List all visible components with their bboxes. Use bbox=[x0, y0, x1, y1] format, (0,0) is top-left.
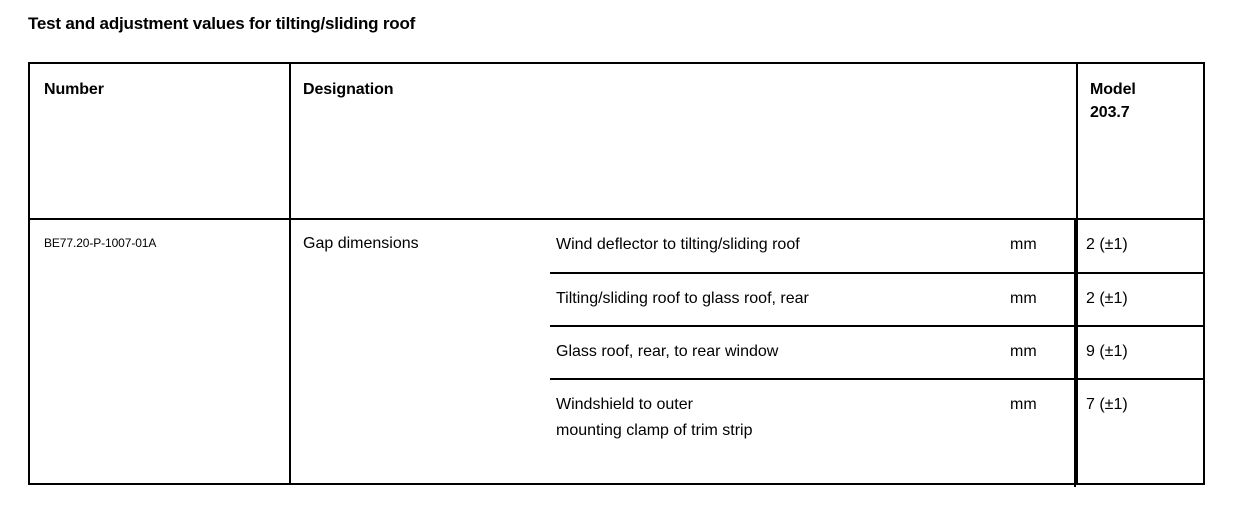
measurement-label: Glass roof, rear, to rear window bbox=[550, 327, 1010, 365]
measurement-label: Tilting/sliding roof to glass roof, rear bbox=[550, 274, 1010, 312]
page-title: Test and adjustment values for tilting/s… bbox=[28, 14, 416, 33]
measurement-unit: mm bbox=[1010, 396, 1037, 413]
column-header-designation-label: Designation bbox=[303, 81, 394, 98]
measurement-label-line1: Tilting/sliding roof to glass roof, rear bbox=[556, 290, 809, 307]
cell-part-number: BE77.20-P-1007-01A bbox=[44, 236, 157, 250]
measurement-unit: mm bbox=[1010, 290, 1037, 307]
measurement-value: 2 (±1) bbox=[1074, 220, 1203, 272]
column-header-model-line1: Model bbox=[1090, 81, 1136, 98]
table-row: Windshield to outer mounting clamp of tr… bbox=[550, 378, 1203, 487]
measurement-label: Wind deflector to tilting/sliding roof bbox=[550, 220, 1010, 258]
spec-table: Number Designation Model 203.7 BE77.20-P… bbox=[28, 62, 1205, 487]
measurement-value: 2 (±1) bbox=[1074, 274, 1203, 325]
column-header-model-line2: 203.7 bbox=[1090, 104, 1130, 121]
measurement-label: Windshield to outer mounting clamp of tr… bbox=[550, 380, 1010, 444]
measurement-label-line1: Windshield to outer bbox=[556, 396, 693, 413]
measurement-label-line2: mounting clamp of trim strip bbox=[556, 422, 753, 439]
column-header-model: Model 203.7 bbox=[1090, 78, 1136, 124]
table-row: Wind deflector to tilting/sliding roof m… bbox=[550, 220, 1203, 272]
column-divider-number-designation bbox=[289, 64, 291, 483]
table-body: BE77.20-P-1007-01A Gap dimensions Wind d… bbox=[30, 220, 1203, 487]
table-row: Tilting/sliding roof to glass roof, rear… bbox=[550, 272, 1203, 325]
measurement-value: 7 (±1) bbox=[1074, 380, 1203, 487]
cell-designation: Gap dimensions bbox=[303, 235, 419, 252]
measurement-label-line1: Glass roof, rear, to rear window bbox=[556, 343, 779, 360]
header-bottom-rule bbox=[30, 218, 1203, 220]
measurement-rows: Wind deflector to tilting/sliding roof m… bbox=[550, 220, 1203, 487]
measurement-value: 9 (±1) bbox=[1074, 327, 1203, 378]
column-header-designation: Designation bbox=[303, 78, 394, 101]
column-header-number: Number bbox=[44, 81, 104, 98]
measurement-label-line1: Wind deflector to tilting/sliding roof bbox=[556, 236, 800, 253]
measurement-unit: mm bbox=[1010, 236, 1037, 253]
measurement-unit: mm bbox=[1010, 343, 1037, 360]
table-row: Glass roof, rear, to rear window mm 9 (±… bbox=[550, 325, 1203, 378]
